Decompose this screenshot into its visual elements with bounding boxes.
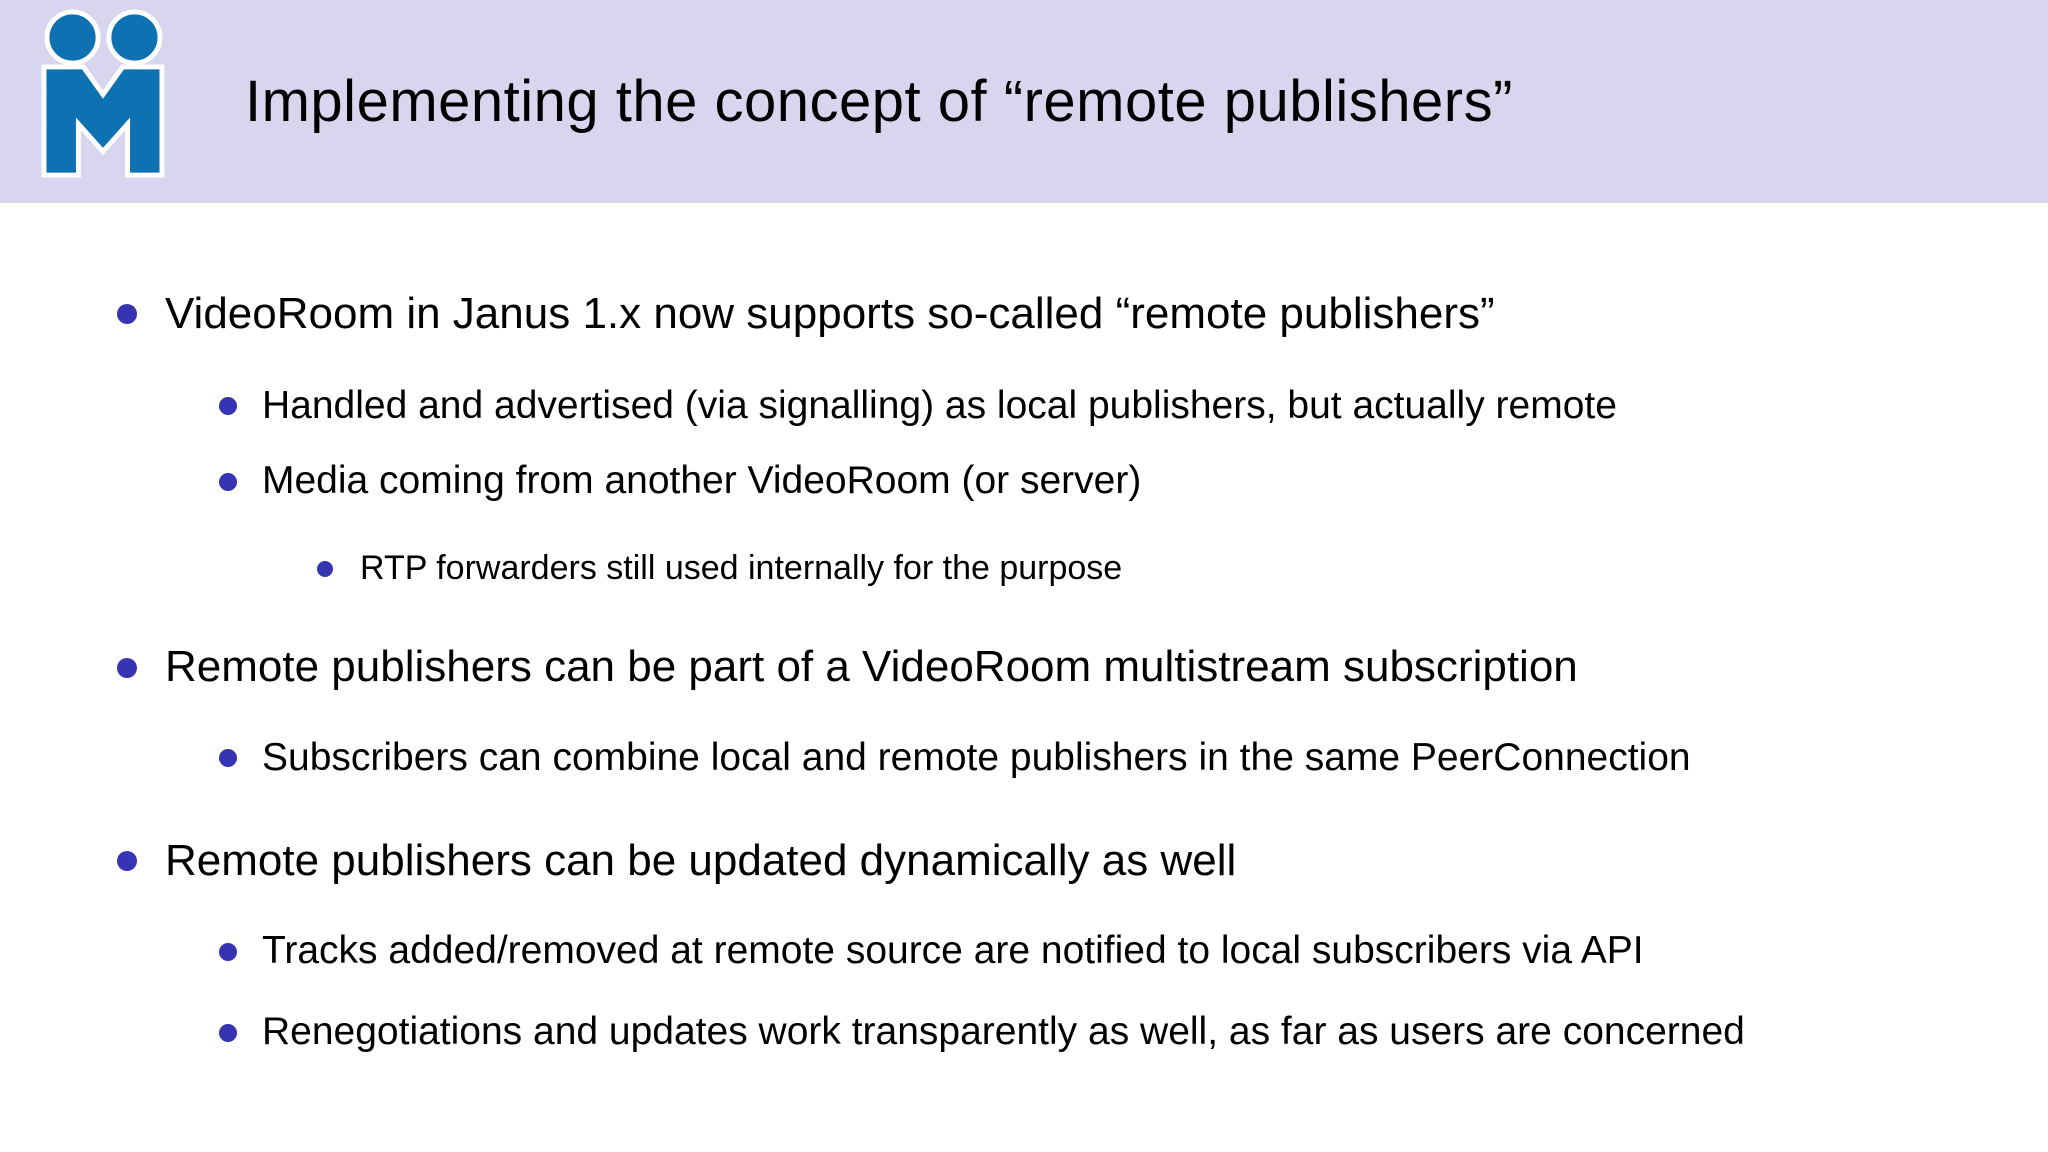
bullet-item: Tracks added/removed at remote source ar… [219,929,2048,974]
slide-header: Implementing the concept of “remote publ… [0,0,2048,203]
bullet-item: Renegotiations and updates work transpar… [219,1010,2048,1055]
bullet-item: RTP forwarders still used internally for… [317,549,2048,588]
bullet-dot-icon [219,472,237,491]
slide-body: VideoRoom in Janus 1.x now supports so-c… [0,203,2048,1152]
bullet-item: Subscribers can combine local and remote… [219,736,2048,781]
bullet-text: RTP forwarders still used internally for… [360,549,1123,588]
bullet-text: Subscribers can combine local and remote… [262,735,1691,779]
bullet-dot-icon [317,560,333,577]
bullet-dot-icon [219,942,237,961]
bullet-text: Tracks added/removed at remote source ar… [262,929,1644,973]
bullet-item: Remote publishers can be updated dynamic… [117,836,2048,887]
bullet-text: VideoRoom in Janus 1.x now supports so-c… [165,289,1495,338]
bullet-item: VideoRoom in Janus 1.x now supports so-c… [117,289,2048,340]
meetecho-logo-icon [41,9,165,178]
bullet-text: Media coming from another VideoRoom (or … [262,459,1142,503]
bullet-item: Media coming from another VideoRoom (or … [219,459,2048,504]
bullet-text: Remote publishers can be part of a Video… [165,642,1578,692]
bullet-dot-icon [117,304,137,325]
bullet-dot-icon [219,749,237,768]
bullet-item: Remote publishers can be part of a Video… [117,642,2048,693]
bullet-text: Remote publishers can be updated dynamic… [165,835,1237,885]
bullet-text: Handled and advertised (via signalling) … [262,383,1617,427]
bullet-dot-icon [219,397,237,416]
slide-title: Implementing the concept of “remote publ… [245,69,1513,134]
bullet-item: Handled and advertised (via signalling) … [219,384,2048,429]
bullet-dot-icon [117,851,137,872]
bullet-text: Renegotiations and updates work transpar… [262,1010,1745,1054]
bullet-dot-icon [219,1023,237,1042]
bullet-dot-icon [117,657,137,678]
